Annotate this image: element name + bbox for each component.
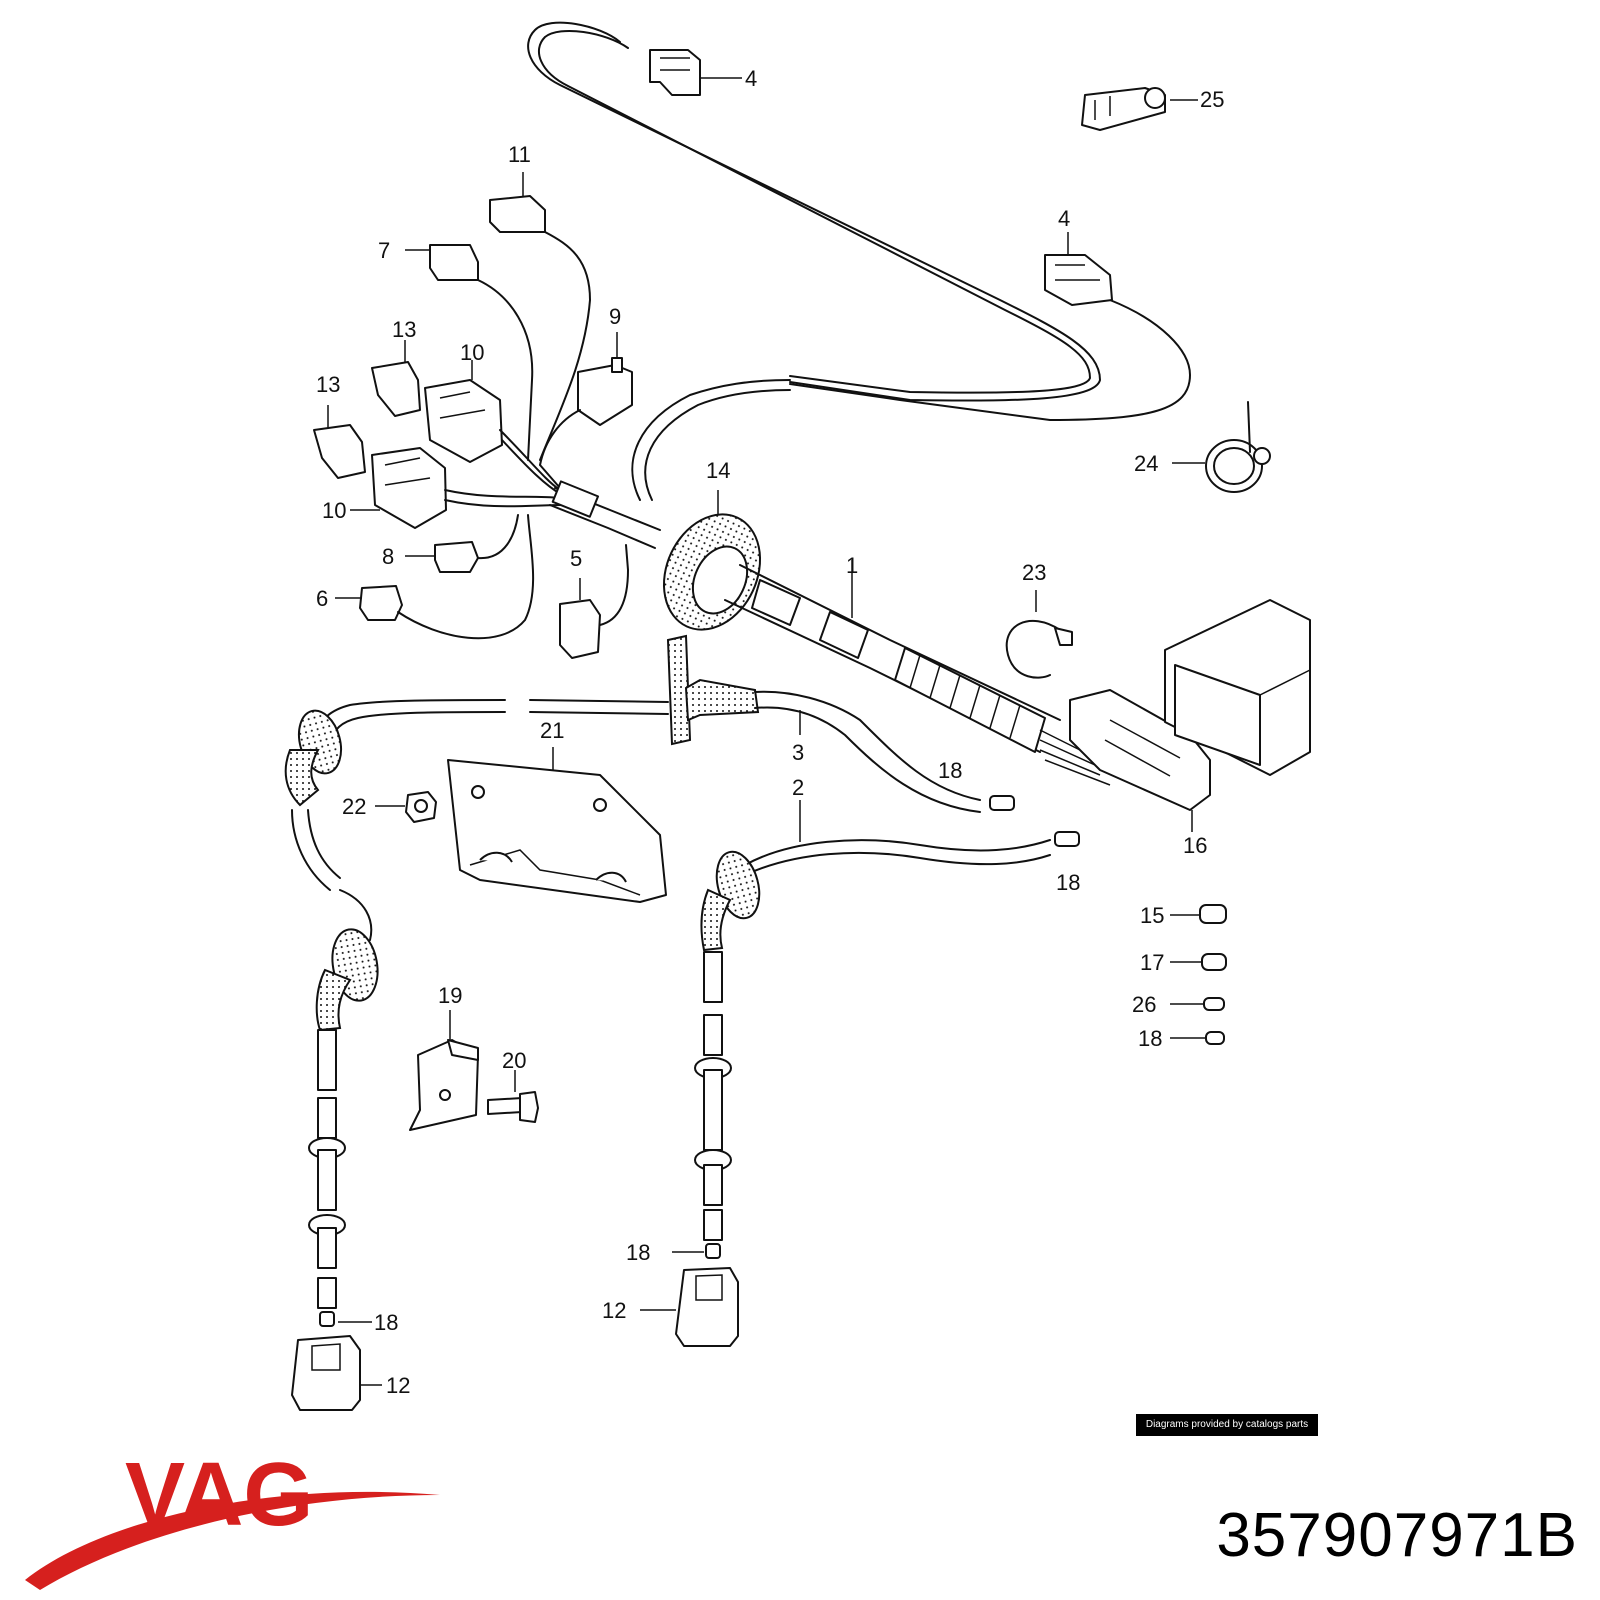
connector-25 (1081, 87, 1198, 131)
callout-12: 12 (386, 1373, 410, 1398)
callout-22: 22 (342, 794, 366, 819)
bracket-19 (409, 1010, 479, 1131)
small-parts-column (1170, 904, 1227, 1045)
callout-9: 9 (609, 304, 621, 329)
callout-5: 5 (570, 546, 582, 571)
callout-26: 26 (1132, 992, 1156, 1017)
harness-main-1 (724, 560, 1111, 786)
vag-logo: VAG (25, 1445, 440, 1590)
harness-wires (444, 379, 791, 549)
callout-19: 19 (438, 983, 462, 1008)
callout-4: 4 (1058, 206, 1070, 231)
clip-23 (1005, 590, 1073, 679)
housing-box (1164, 599, 1311, 776)
sensor-lead-right (640, 850, 761, 1347)
connector-4-right (1044, 232, 1113, 306)
connector-4-top (649, 49, 742, 96)
connector-7 (405, 244, 534, 461)
sensor-lead-left (284, 709, 382, 1411)
connectors-13-10 (313, 340, 503, 529)
logo-text: VAG (125, 1445, 313, 1545)
callout-2: 2 (792, 775, 804, 800)
logo-swoosh (25, 1491, 440, 1590)
bracket-21 (447, 747, 667, 903)
callout-14: 14 (706, 458, 730, 483)
connector-16 (1069, 689, 1211, 832)
callout-18: 18 (1056, 870, 1080, 895)
nut-22 (375, 791, 437, 823)
callout-17: 17 (1140, 950, 1164, 975)
top-loop-cable (527, 21, 1191, 421)
callout-13: 13 (316, 372, 340, 397)
callout-7: 7 (378, 238, 390, 263)
callout-3: 3 (792, 740, 804, 765)
callout-4: 4 (745, 66, 757, 91)
callout-10: 10 (322, 498, 346, 523)
callout-labels: 4 25 11 4 7 9 13 10 13 24 14 10 8 5 1 23… (316, 66, 1224, 1398)
grommet-14 (662, 490, 762, 631)
callout-12: 12 (602, 1298, 626, 1323)
callout-18: 18 (938, 758, 962, 783)
callout-23: 23 (1022, 560, 1046, 585)
callout-18: 18 (1138, 1026, 1162, 1051)
bolt-20 (487, 1070, 539, 1123)
connector-6 (335, 514, 535, 640)
callout-11: 11 (508, 142, 531, 167)
cable-2 (744, 800, 1080, 876)
connector-9 (539, 332, 633, 466)
connector-8 (405, 514, 519, 573)
callout-1: 1 (846, 553, 858, 578)
callout-25: 25 (1200, 87, 1224, 112)
cable-tie-24 (1172, 401, 1271, 493)
callout-21: 21 (540, 718, 564, 743)
connector-11 (489, 172, 591, 461)
callout-8: 8 (382, 544, 394, 569)
connector-5 (559, 544, 629, 659)
callout-18: 18 (626, 1240, 650, 1265)
callout-10: 10 (460, 340, 484, 365)
callout-13: 13 (392, 317, 416, 342)
callout-24: 24 (1134, 451, 1158, 476)
callout-15: 15 (1140, 903, 1164, 928)
callout-16: 16 (1183, 833, 1207, 858)
credit-banner: Diagrams provided by catalogs parts (1136, 1414, 1318, 1436)
callout-20: 20 (502, 1048, 526, 1073)
callout-18: 18 (374, 1310, 398, 1335)
part-number: 357907971B (1216, 1501, 1578, 1570)
callout-6: 6 (316, 586, 328, 611)
